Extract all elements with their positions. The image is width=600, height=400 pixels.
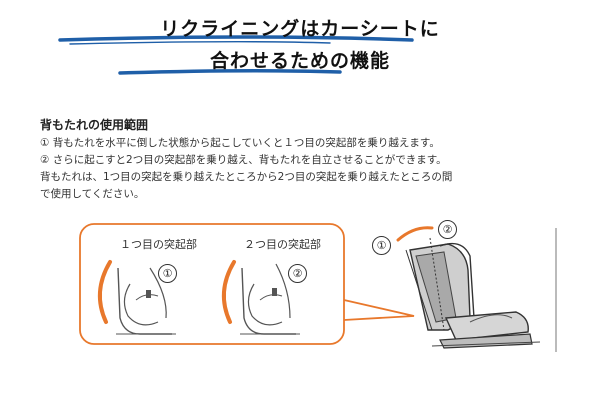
- detail-view-2: [221, 260, 300, 335]
- number-2-seat: ②: [438, 220, 457, 239]
- manual-title: 背もたれの使用範囲: [40, 118, 149, 132]
- headline-line-1: リクライニングはカーシートに: [160, 18, 440, 40]
- car-seat-drawing: [396, 226, 541, 349]
- recline-arrow-2: [221, 260, 236, 324]
- manual-line-4: で使用してください。: [40, 188, 145, 200]
- label-second-protrusion: ２つ目の突起部: [244, 238, 321, 251]
- manual-line-1: ① 背もたれを水平に倒した状態から起こしていくと１つ目の突起部を乗り越えます。: [40, 137, 440, 149]
- manual-line-3: 背もたれは、1つ目の突起を乗り越えたところから2つ目の突起を乗り越えたところの間: [40, 171, 453, 183]
- callout-pointer: [343, 299, 415, 321]
- recline-range-arc: [396, 226, 434, 242]
- headline-line-2: 合わせるための機能: [209, 50, 390, 72]
- manual-text-block: 背もたれの使用範囲 ① 背もたれを水平に倒した状態から起こしていくと１つ目の突起…: [40, 116, 560, 203]
- number-2-detail: ②: [288, 264, 307, 283]
- callout-frame: [79, 223, 345, 345]
- recline-arrow-1: [97, 260, 112, 324]
- detail-view-1: [97, 260, 176, 335]
- headline-underlines: [58, 35, 414, 75]
- number-1-detail: ①: [158, 264, 177, 283]
- manual-line-2: ② さらに起こすと2つ目の突起部を乗り越え、背もたれを自立させることができます。: [40, 154, 447, 166]
- number-1-seat: ①: [372, 236, 391, 255]
- label-first-protrusion: １つ目の突起部: [120, 238, 197, 251]
